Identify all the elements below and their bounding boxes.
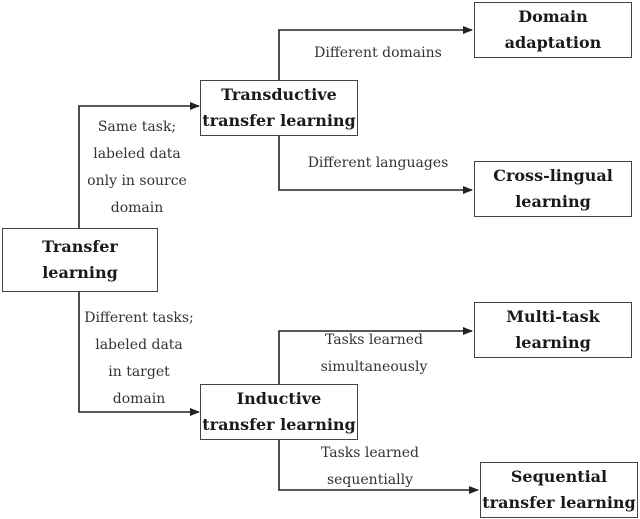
node-label-line: Transductive (221, 85, 337, 104)
arrow-to-cross-lingual (278, 134, 473, 194)
node-inductive-transfer-learning: Inductive transfer learning (200, 384, 358, 440)
edge-label-line: only in source (87, 173, 187, 189)
arrow-to-transductive (78, 102, 200, 228)
arrow-to-multi-task (278, 327, 473, 384)
node-transfer-learning: Transfer learning (2, 228, 158, 292)
arrow-to-inductive (78, 292, 200, 416)
arrow-to-domain-adaptation (278, 26, 473, 80)
node-label-line: Multi-task (506, 307, 600, 326)
edge-label-to-inductive: Different tasks; labeled data in target … (80, 305, 198, 413)
edge-label-to-multi-task: Tasks learned simultaneously (306, 327, 442, 381)
edge-label-line: Different languages (307, 155, 449, 171)
node-label-line: transfer learning (202, 415, 356, 434)
edge-label-line: labeled data (95, 337, 183, 353)
node-label-line: Transfer (42, 237, 118, 256)
edge-label-to-cross-lingual: Different languages (295, 150, 461, 177)
edge-label-line: domain (112, 391, 166, 407)
node-label-line: Sequential (510, 467, 608, 486)
node-label-line: Cross-lingual (493, 166, 613, 185)
node-cross-lingual-learning: Cross-lingual learning (474, 161, 632, 217)
node-label-line: learning (515, 333, 591, 352)
node-label-line: transfer learning (482, 493, 636, 512)
node-multi-task-learning: Multi-task learning (474, 302, 632, 358)
edge-label-line: Different tasks; (84, 310, 194, 326)
node-domain-adaptation: Domain adaptation (474, 2, 632, 58)
arrow-to-sequential (278, 440, 479, 494)
edge-label-line: sequentially (326, 472, 414, 488)
node-label-line: transfer learning (202, 111, 356, 130)
edge-label-line: Different domains (314, 45, 442, 61)
node-label-line: Domain (518, 7, 588, 26)
edge-label-line: labeled data (93, 146, 181, 162)
edge-label-line: domain (110, 200, 164, 216)
node-label-line: adaptation (504, 33, 602, 52)
edge-label-to-domain-adaptation: Different domains (300, 40, 456, 67)
node-label-line: learning (515, 192, 591, 211)
edge-label-line: Tasks learned (321, 445, 419, 461)
edge-label-line: Tasks learned (325, 332, 423, 348)
edge-label-to-transductive: Same task; labeled data only in source d… (80, 114, 194, 222)
edge-label-line: simultaneously (320, 359, 428, 375)
node-label-line: learning (42, 263, 118, 282)
node-transductive-transfer-learning: Transductive transfer learning (200, 80, 358, 136)
edge-label-line: in target (108, 364, 170, 380)
node-sequential-transfer-learning: Sequential transfer learning (480, 462, 638, 518)
edge-label-to-sequential: Tasks learned sequentially (310, 440, 430, 494)
node-label-line: Inductive (236, 389, 322, 408)
edge-label-line: Same task; (97, 119, 177, 135)
